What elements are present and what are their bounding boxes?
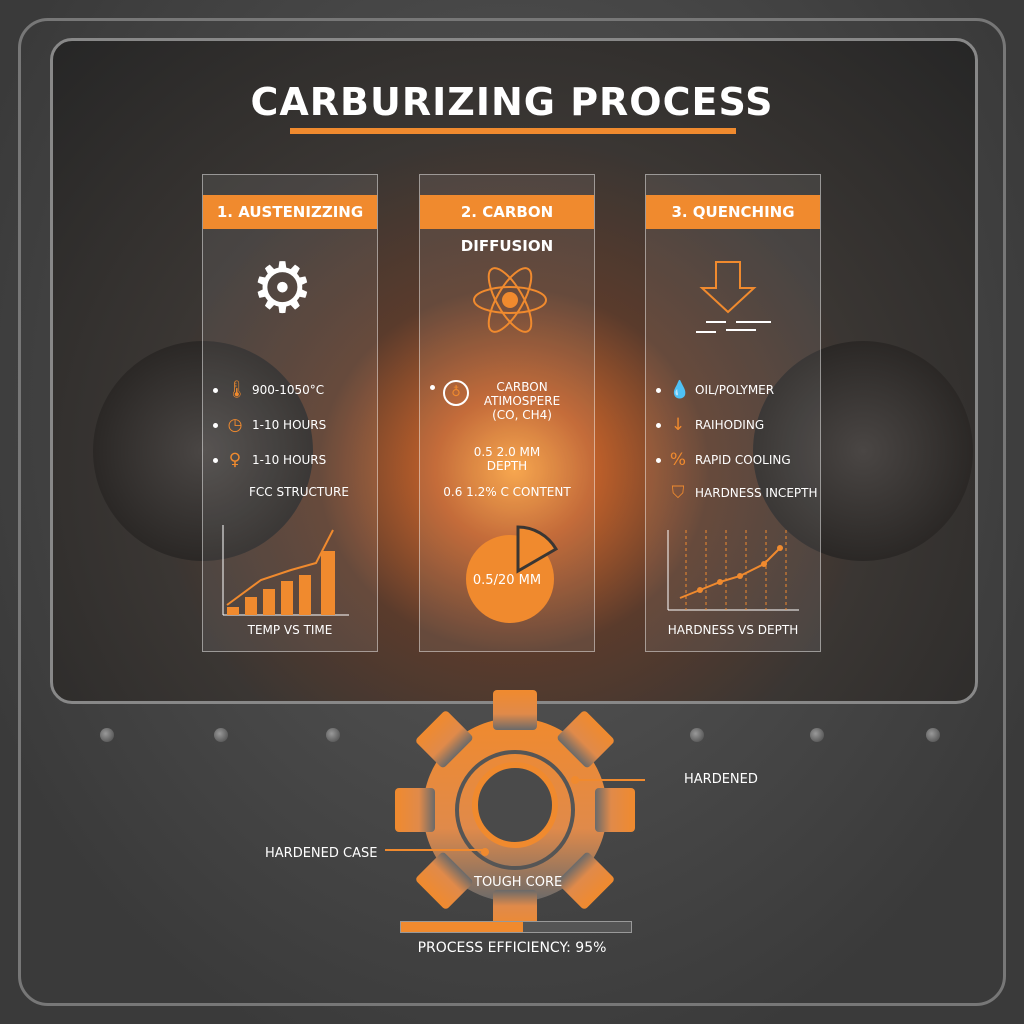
rivet	[214, 728, 228, 742]
rivet	[100, 728, 114, 742]
chart-caption: TEMP VS TIME	[247, 623, 333, 637]
item-text: 1-10 HOURS	[252, 418, 327, 432]
page-title: CARBURIZING PROCESS	[250, 80, 774, 124]
efficiency-progress-bar	[400, 921, 632, 933]
item-text: HARDNESS INCEPTH	[695, 486, 818, 500]
atom-icon	[473, 267, 547, 333]
efficiency-fill	[401, 922, 523, 932]
title-underline	[290, 128, 736, 134]
percent-icon: %	[669, 450, 687, 470]
item-text: CARBON ATIMOSPERE (CO, CH4)	[483, 380, 561, 422]
item-text: RAIHODING	[695, 418, 765, 432]
rivet	[690, 728, 704, 742]
quench-arrow-icon	[696, 261, 771, 333]
panel-heading: 2. CARBON DIFFUSION	[420, 195, 594, 255]
thermometer-icon: 🌡	[226, 380, 248, 400]
probe-icon: ♀	[228, 450, 242, 470]
note-text: FCC STRUCTURE	[249, 485, 349, 499]
frame-border	[18, 18, 1006, 1006]
item-text: OIL/POLYMER	[695, 383, 775, 397]
item-text: 1-10 HOURS	[252, 453, 327, 467]
rivet	[926, 728, 940, 742]
rivet	[810, 728, 824, 742]
depth-text: 0.5 2.0 MM DEPTH	[473, 445, 541, 473]
case-leader-line	[385, 849, 485, 851]
hardness-depth-chart	[667, 530, 799, 611]
carbon-icon: ♁	[443, 380, 469, 406]
depth-pie-chart	[466, 525, 559, 623]
content-text: 0.6 1.2% C CONTENT	[443, 485, 571, 499]
panel-heading: 1. AUSTENIZZING	[203, 195, 377, 229]
pie-label: 0.5/20 MM	[472, 573, 542, 588]
hardened-case-label: HARDENED CASE	[265, 846, 378, 861]
panel-heading: 3. QUENCHING	[646, 195, 820, 229]
panel-quenching: 3. QUENCHING 💧 OIL/POLYMER ↓ RAIHODING % RA…	[645, 174, 821, 652]
tough-core-label: TOUGH CORE	[474, 875, 563, 890]
rivet	[326, 728, 340, 742]
item-text: 900-1050°C	[252, 383, 325, 397]
panel-carbon-diffusion: 2. CARBON DIFFUSION ♁ CARBON ATIMOSPERE (…	[419, 174, 595, 652]
arrow-down-icon: ↓	[670, 415, 686, 435]
item-text: RAPID COOLING	[695, 453, 791, 467]
shield-icon: ⛉	[671, 483, 685, 503]
temp-time-chart	[222, 525, 349, 616]
clock-icon: ◷	[227, 415, 243, 435]
droplet-icon: 💧	[669, 380, 691, 400]
efficiency-label: PROCESS EFFICIENCY: 95%	[417, 940, 607, 956]
panel-austenizing: 1. AUSTENIZZING ⚙ 🌡 900-1050°C ◷ 1-10 HOUR…	[202, 174, 378, 652]
chart-caption: HARDNESS VS DEPTH	[667, 623, 799, 637]
gear-heat-icon: ⚙	[251, 247, 314, 329]
gear-cross-section-icon	[395, 690, 645, 930]
hardened-label: HARDENED	[684, 772, 758, 787]
